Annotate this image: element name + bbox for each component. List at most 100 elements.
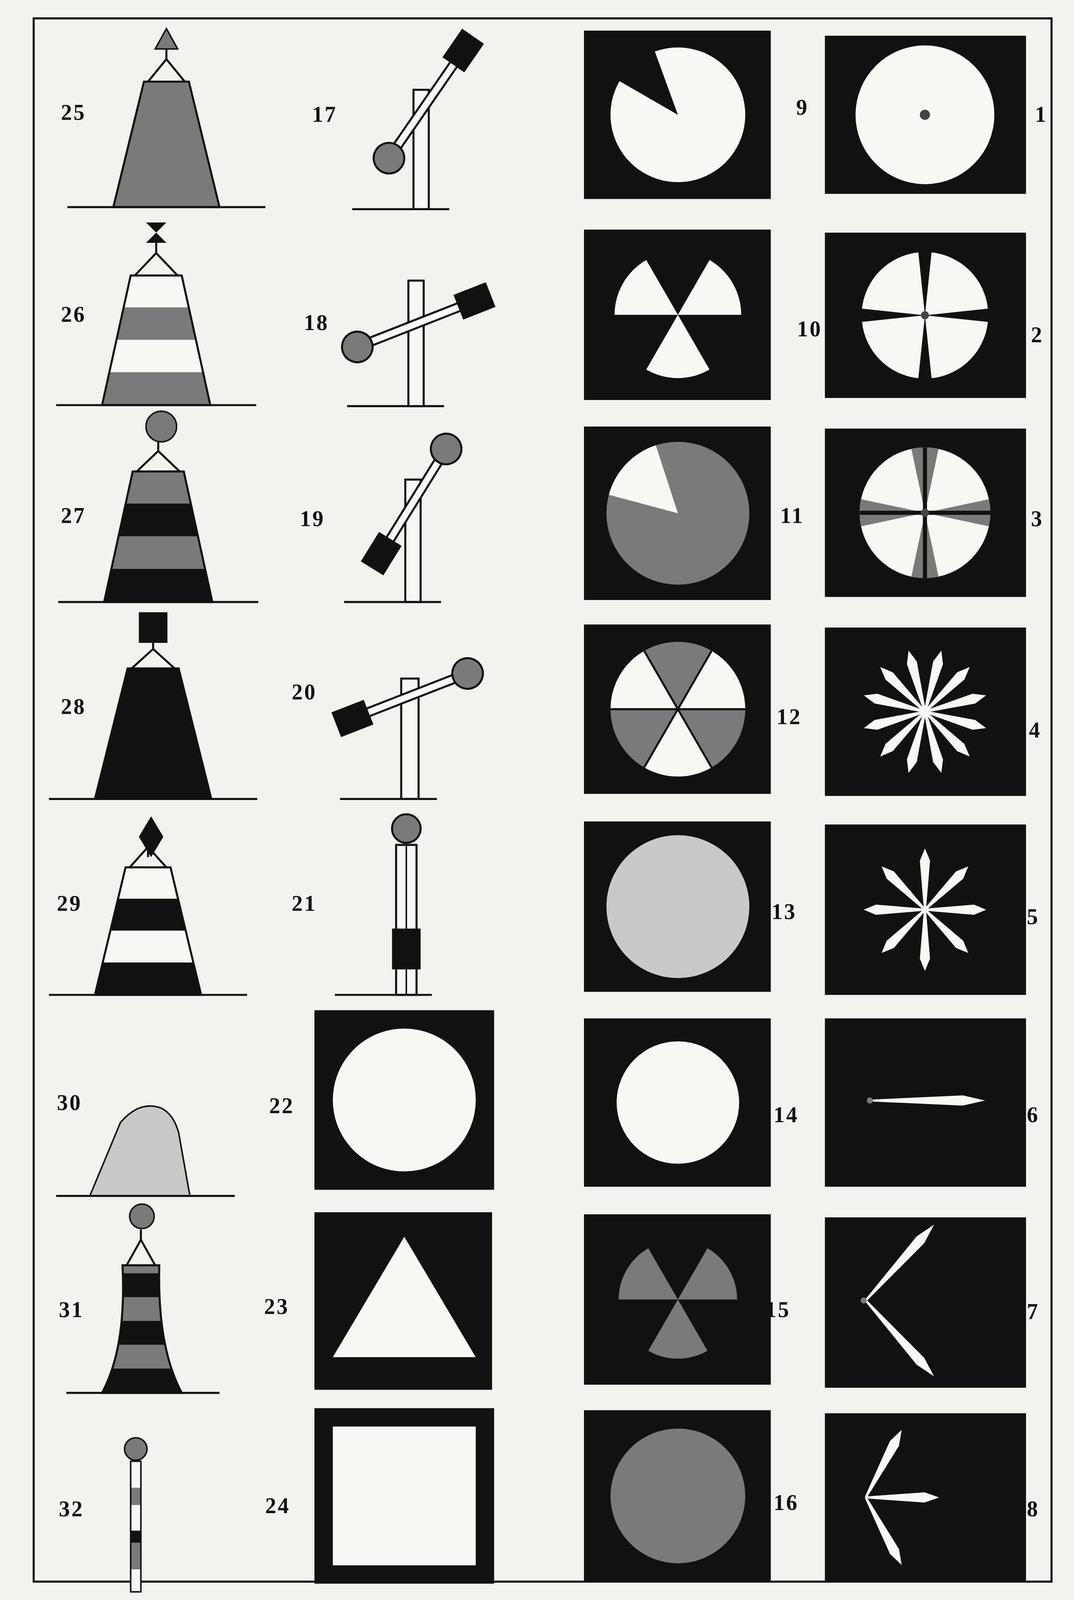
signal-board bbox=[824, 428, 1027, 597]
buoy-band bbox=[40, 668, 266, 800]
centre-dot bbox=[920, 311, 929, 320]
buoy-cage bbox=[134, 253, 178, 276]
signal-board bbox=[583, 426, 771, 601]
arm-board bbox=[453, 282, 496, 320]
callout-number: 12 bbox=[776, 705, 802, 728]
buoy-outline bbox=[113, 81, 220, 208]
topmark-ball bbox=[146, 411, 177, 443]
light-ray bbox=[924, 866, 969, 911]
ground-line bbox=[339, 798, 437, 801]
buoy-body bbox=[40, 668, 266, 800]
topmark-ball bbox=[124, 1437, 147, 1461]
light-ray bbox=[864, 1430, 902, 1499]
arm-board bbox=[392, 928, 421, 970]
centre-dot bbox=[920, 508, 929, 518]
callout-number: 25 bbox=[60, 101, 87, 124]
callout-number: 20 bbox=[291, 681, 317, 704]
spar-stripe bbox=[130, 1569, 142, 1592]
callout-number: 7 bbox=[1026, 1300, 1040, 1323]
signal-board bbox=[824, 1018, 1027, 1187]
mast-line bbox=[405, 844, 408, 996]
callout-number: 5 bbox=[1026, 905, 1040, 928]
square-mark bbox=[332, 1426, 476, 1566]
callout-number: 1 bbox=[1035, 103, 1048, 126]
topmark-cone bbox=[155, 28, 178, 50]
arm-board bbox=[442, 28, 485, 73]
buoy-band bbox=[40, 503, 266, 538]
topmark-hourglass bbox=[146, 222, 167, 243]
disc-sector bbox=[610, 709, 678, 768]
arm-ball bbox=[447, 653, 488, 694]
light-ray bbox=[865, 1492, 940, 1503]
signal-disc bbox=[616, 1041, 740, 1164]
buoy-band bbox=[40, 1344, 266, 1370]
topmark-staff bbox=[139, 1229, 142, 1240]
buoy-band bbox=[40, 962, 266, 996]
signal-board bbox=[314, 1010, 494, 1190]
buoy-cage bbox=[148, 59, 186, 82]
spar-stripe bbox=[130, 1505, 142, 1531]
light-ray bbox=[864, 1224, 935, 1302]
callout-number: 29 bbox=[56, 892, 83, 915]
light-ray bbox=[919, 909, 931, 972]
signal-board bbox=[314, 1212, 493, 1390]
disc-sector bbox=[862, 315, 926, 379]
callout-number: 22 bbox=[269, 1094, 295, 1117]
signal-board bbox=[583, 1214, 771, 1385]
callout-number: 15 bbox=[765, 1298, 791, 1321]
disc-sector bbox=[614, 260, 678, 315]
light-ray bbox=[923, 711, 943, 773]
callout-number: 4 bbox=[1028, 719, 1042, 742]
light-ray bbox=[864, 1299, 935, 1377]
arm-ball bbox=[392, 814, 421, 843]
signal-board bbox=[824, 232, 1027, 399]
light-ray bbox=[924, 693, 986, 713]
light-ray bbox=[864, 1497, 902, 1566]
callout-number: 16 bbox=[773, 1491, 799, 1514]
disc-sector bbox=[648, 1299, 708, 1359]
callout-number: 2 bbox=[1030, 323, 1044, 346]
water-line bbox=[49, 798, 258, 801]
buoy-band bbox=[40, 1368, 266, 1394]
buoy-body bbox=[89, 1106, 191, 1197]
disc-sector bbox=[677, 650, 746, 709]
buoy-body bbox=[40, 275, 266, 406]
callout-number: 19 bbox=[299, 507, 325, 530]
ground-line bbox=[346, 405, 445, 408]
callout-number: 26 bbox=[60, 303, 87, 326]
ground-line bbox=[334, 993, 432, 996]
callout-number: 32 bbox=[58, 1498, 85, 1521]
topmark-diamond bbox=[138, 816, 164, 858]
topmark-staff bbox=[152, 642, 155, 650]
spar-outline bbox=[130, 1461, 142, 1592]
disc-sector bbox=[925, 252, 988, 316]
buoy-cage bbox=[126, 1239, 156, 1266]
callout-number: 3 bbox=[1030, 507, 1044, 530]
water-line bbox=[49, 993, 248, 996]
topmark-square bbox=[138, 612, 168, 643]
signal-disc bbox=[859, 447, 991, 579]
disc-sector bbox=[646, 314, 710, 379]
topmark-staff bbox=[155, 242, 158, 254]
callout-number: 13 bbox=[771, 900, 797, 923]
buoy-band bbox=[40, 470, 266, 505]
buoy-outline bbox=[104, 471, 213, 603]
signal-board bbox=[583, 1018, 771, 1187]
callout-number: 27 bbox=[60, 504, 87, 527]
arm-ball bbox=[367, 136, 411, 180]
arm-bar bbox=[355, 298, 474, 351]
semaphore-arm bbox=[337, 280, 497, 367]
buoy-body bbox=[40, 470, 266, 603]
light-ray bbox=[925, 904, 987, 915]
signal-board bbox=[583, 821, 771, 993]
callout-number: 18 bbox=[303, 311, 329, 334]
light-ray bbox=[863, 710, 926, 730]
triangle-mark bbox=[332, 1236, 476, 1357]
spar-stripe bbox=[130, 1543, 142, 1570]
callout-number: 9 bbox=[796, 96, 809, 119]
semaphore-arm bbox=[367, 27, 486, 180]
water-line bbox=[67, 206, 266, 209]
arm-board bbox=[331, 699, 374, 738]
signal-board bbox=[583, 229, 771, 401]
